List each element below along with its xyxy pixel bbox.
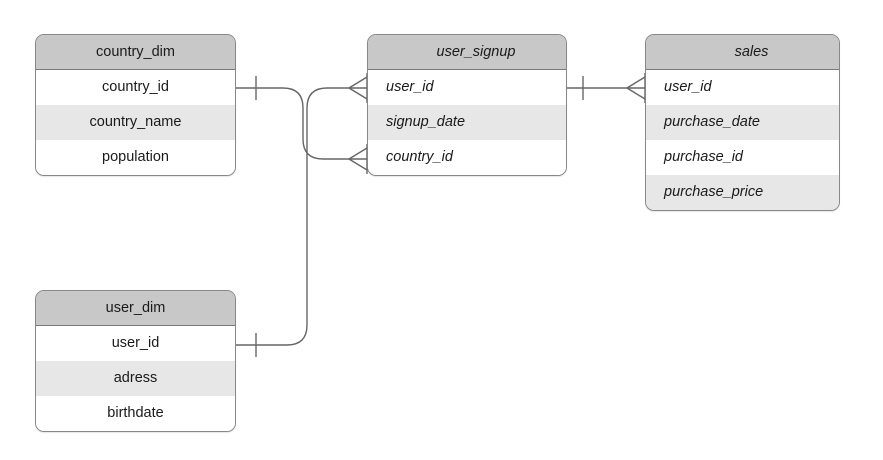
entity-title-sales: sales: [646, 35, 839, 70]
column-user_dim-birthdate[interactable]: birthdate: [36, 396, 235, 431]
entity-title-user_signup: user_signup: [368, 35, 566, 70]
column-user_dim-user_id[interactable]: user_id: [36, 326, 235, 361]
column-user_signup-signup_date[interactable]: signup_date: [368, 105, 566, 140]
column-sales-purchase_id[interactable]: purchase_id: [646, 140, 839, 175]
rel-user-signup-to-sales-many-prong-0: [626, 76, 646, 89]
column-user_signup-country_id[interactable]: country_id: [368, 140, 566, 175]
column-sales-user_id[interactable]: user_id: [646, 70, 839, 105]
column-country_dim-population[interactable]: population: [36, 140, 235, 175]
rel-country-dim-to-user-signup-line: [236, 87, 349, 160]
rel-user-dim-to-user-signup-line: [236, 87, 349, 346]
column-country_dim-country_id[interactable]: country_id: [36, 70, 235, 105]
rel-user-signup-to-sales-many-prong-2: [626, 87, 646, 100]
entity-title-user_dim: user_dim: [36, 291, 235, 326]
rel-user-dim-to-user-signup-many-prong-2: [348, 87, 368, 100]
rel-country-dim-to-user-signup: [236, 76, 368, 174]
rel-country-dim-to-user-signup-many-prong-2: [348, 158, 368, 171]
rel-user-dim-to-user-signup-many-prong-0: [348, 76, 368, 89]
column-sales-purchase_date[interactable]: purchase_date: [646, 105, 839, 140]
rel-user-signup-to-sales: [567, 73, 646, 103]
column-sales-purchase_price[interactable]: purchase_price: [646, 175, 839, 210]
column-user_signup-user_id[interactable]: user_id: [368, 70, 566, 105]
column-user_dim-adress[interactable]: adress: [36, 361, 235, 396]
entity-title-country_dim: country_dim: [36, 35, 235, 70]
rel-country-dim-to-user-signup-many-prong-0: [348, 147, 368, 160]
column-country_dim-country_name[interactable]: country_name: [36, 105, 235, 140]
rel-user-dim-to-user-signup: [236, 73, 368, 357]
